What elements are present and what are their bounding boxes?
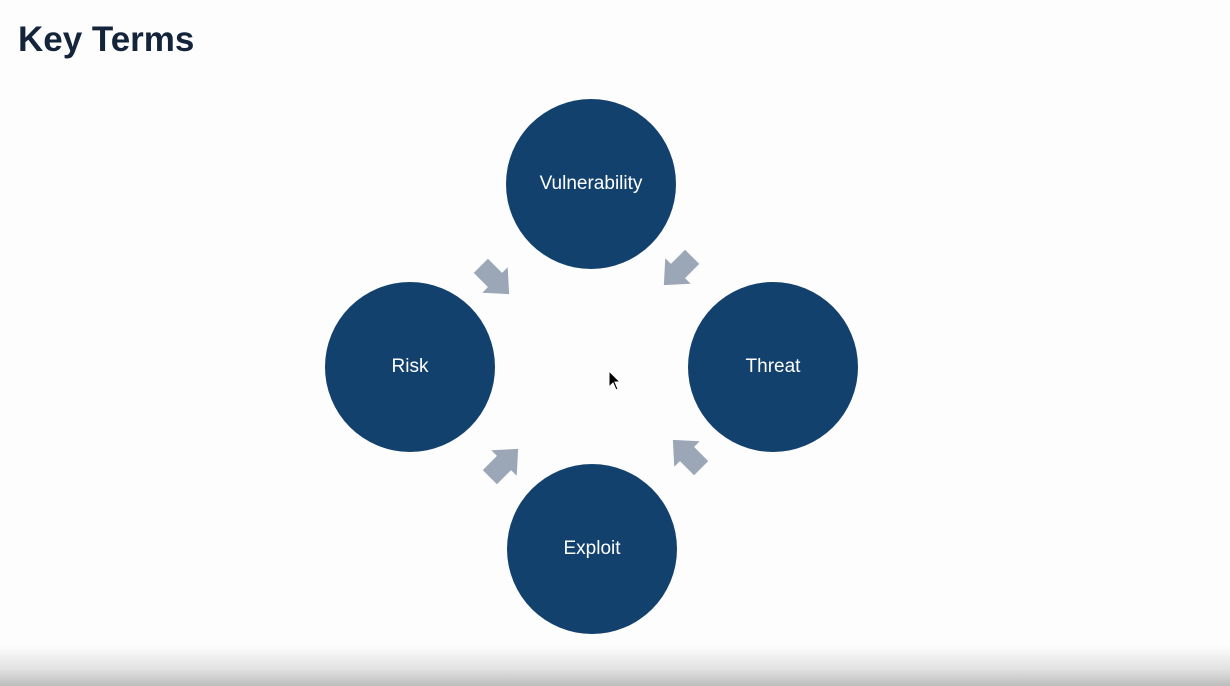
node-vulnerability-label: Vulnerability xyxy=(539,173,643,194)
arrow-risk-to-vulnerability-icon xyxy=(470,255,520,305)
node-threat: Threat xyxy=(688,282,858,452)
node-threat-label: Threat xyxy=(745,356,801,377)
slide-title: Key Terms xyxy=(18,20,195,59)
bottom-shadow-bar xyxy=(0,646,1230,686)
node-exploit: Exploit xyxy=(507,464,677,634)
arrow-vulnerability-to-threat-icon xyxy=(653,246,703,296)
arrow-exploit-to-risk-icon xyxy=(479,438,529,488)
arrow-threat-to-exploit-icon xyxy=(662,429,712,479)
mouse-cursor-icon xyxy=(608,369,622,392)
node-exploit-label: Exploit xyxy=(563,538,621,559)
node-risk: Risk xyxy=(325,282,495,452)
node-vulnerability: Vulnerability xyxy=(506,99,676,269)
node-risk-label: Risk xyxy=(391,356,429,377)
